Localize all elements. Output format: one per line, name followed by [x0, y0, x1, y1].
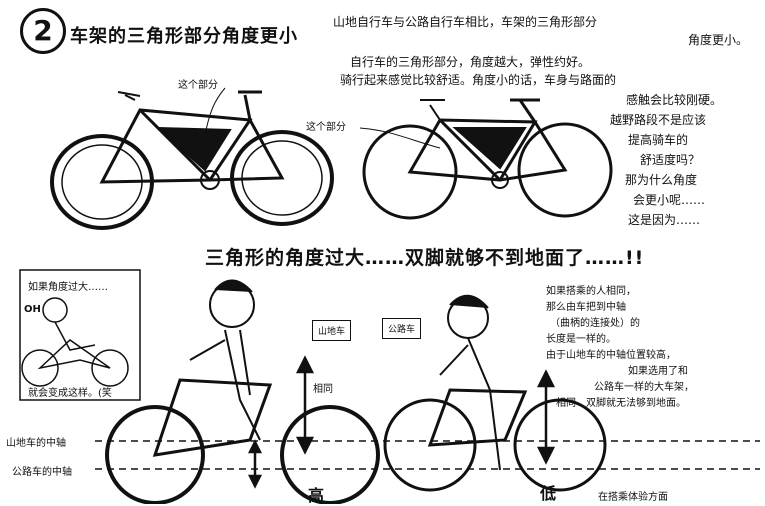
intro-line-9: 那为什么角度 [625, 173, 698, 187]
road-tag: 公路车 [382, 318, 422, 339]
explain-line-8: 双脚就无法够到地面。 [586, 398, 686, 409]
intro-line-5: 感触会比较刚硬。 [626, 93, 723, 107]
explain-line-2: 那么由车把到中轴 [546, 302, 626, 313]
low-label: 低 [540, 484, 557, 503]
intro-line-11: 这是因为…… [628, 213, 701, 227]
intro-line-2: 角度更小。 [688, 33, 749, 47]
intro-line-10: 会更小呢…… [633, 193, 706, 207]
intro-line-1: 山地自行车与公路自行车相比，车架的三角形部分 [333, 15, 598, 29]
intro-line-6: 越野路段不是应该 [610, 113, 707, 127]
explain-line-5: 由于山地车的中轴位置较高， [546, 350, 676, 361]
intro-line-7: 提高骑车的 [628, 133, 689, 147]
road-bike-drawing [362, 98, 613, 220]
footer-text: 在搭乘体验方面 [598, 492, 668, 503]
explain-line-6: 如果选用了和 [628, 366, 688, 377]
road-axle-label: 公路车的中轴 [12, 467, 72, 478]
intro-line-8: 舒适度吗？ [640, 153, 701, 167]
explain-line-3: （曲柄的连接处）的 [550, 318, 640, 329]
section-number: 2 [20, 8, 66, 54]
mtb-axle-label: 山地车的中轴 [6, 438, 66, 449]
mtb-tag: 山地车 [312, 320, 352, 341]
mountain-bike-drawing [50, 90, 334, 230]
same-label-right: 相同 [556, 398, 576, 409]
section-title: 车架的三角形部分角度更小 [70, 26, 298, 47]
intro-line-3: 自行车的三角形部分，角度越大，弹性约好。 [350, 55, 591, 69]
inset-caption-bottom: 就会变成这样。(笑 [28, 388, 112, 399]
inset-caption-top: 如果角度过大…… [28, 282, 108, 293]
this-part-label-1: 这个部分 [178, 80, 218, 91]
explain-line-7: 公路车一样的大车架， [594, 382, 694, 393]
explain-line-4: 长度是一样的。 [546, 334, 616, 345]
road-bike-rider-drawing [383, 294, 607, 492]
high-label: 高 [308, 486, 325, 505]
same-label-left: 相同 [313, 384, 333, 395]
headline: 三角形的角度过大……双脚就够不到地面了……!! [205, 247, 645, 269]
intro-line-4: 骑行起来感觉比较舒适。角度小的话，车身与路面的 [340, 73, 617, 87]
mountain-bike-rider-drawing [105, 279, 380, 504]
this-part-label-2: 这个部分 [306, 122, 346, 133]
inset-oh: OH [24, 304, 41, 315]
explain-line-1: 如果搭乘的人相同， [546, 286, 636, 297]
inset-frame [19, 269, 141, 401]
